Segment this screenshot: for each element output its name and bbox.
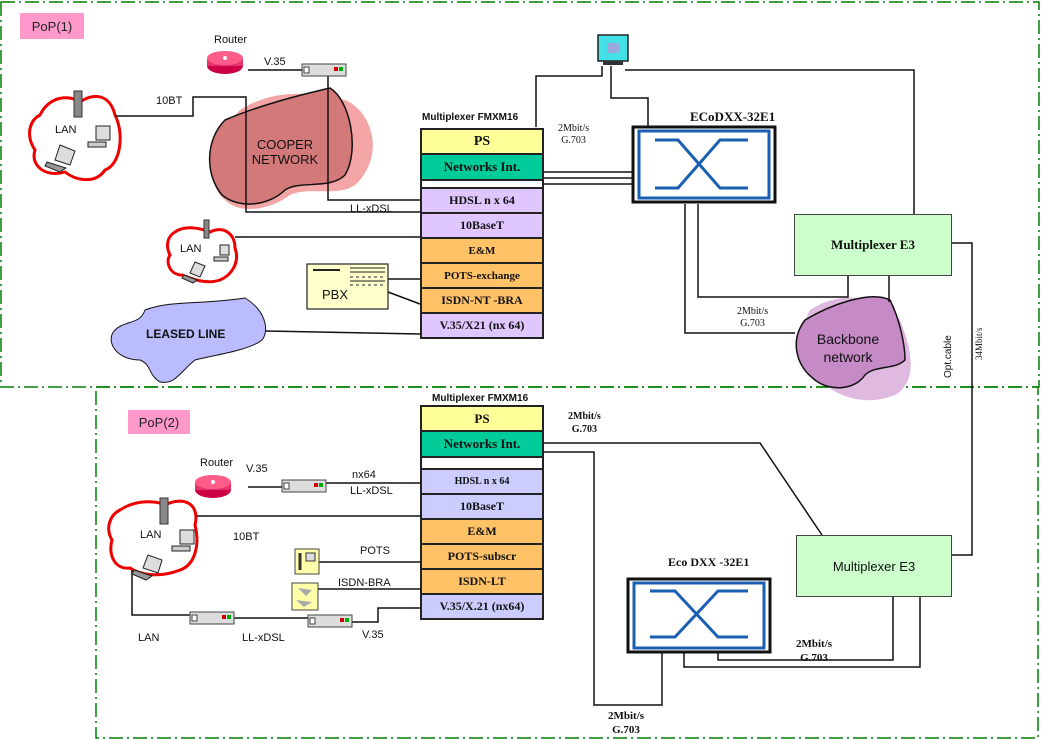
modem3-icon <box>189 611 235 625</box>
isdn-phone-icon <box>291 582 319 611</box>
pop1-border <box>0 1 1040 388</box>
lan2-label: LAN <box>180 243 202 255</box>
lan3-server-icon <box>159 497 169 525</box>
router1-link-label: V.35 <box>264 56 286 68</box>
lan3-pc-icon <box>171 529 195 552</box>
dxx1-title: ECoDXX-32E1 <box>690 109 776 124</box>
pop2-ll-xdsl-label: LL-xDSL <box>350 485 393 497</box>
ll-xdsl-label: LL-xDSL <box>350 203 393 215</box>
pbx-icon <box>306 263 389 310</box>
pop2-mux-e3: Multiplexer E3 <box>796 535 952 597</box>
lan2-pc-icon <box>213 244 230 262</box>
protocol: G.703 <box>571 424 598 435</box>
modem1-icon <box>301 63 347 77</box>
rate: 2Mbit/s <box>558 123 590 134</box>
mux-module-4: 10BaseT <box>420 493 544 520</box>
lan2-ring <box>166 226 238 284</box>
pop2-badge: PoP(2) <box>128 410 190 434</box>
lan2-laptop-icon <box>181 261 206 284</box>
rate: 2Mbit/s <box>608 710 645 722</box>
mux-module-5: E&M <box>420 518 544 545</box>
rate: 2Mbit/s <box>796 638 833 650</box>
lan1-pc-icon <box>87 125 111 148</box>
mux-module-8: V.35/X.21 (nx64) <box>420 593 544 620</box>
protocol: G.703 <box>740 318 765 329</box>
leased-line-cloud <box>110 297 267 383</box>
mux-module-1: Networks Int. <box>420 430 544 458</box>
opt-cable-label: Opt.cable <box>943 335 954 378</box>
router2-label: Router <box>200 457 234 469</box>
mux-module-3: HDSL n x 64 <box>420 187 544 214</box>
router1-icon <box>207 51 243 74</box>
opt-rate-label: 34Mbit/s <box>974 327 984 360</box>
mux-module-0: PS <box>420 405 544 432</box>
dxx2-title: Eco DXX -32E1 <box>668 555 750 569</box>
mux-module-7: ISDN-LT <box>420 568 544 595</box>
v35-bottom-label: V.35 <box>362 629 384 641</box>
rate: 2Mbit/s <box>568 411 601 422</box>
ll-xdsl-bottom-label: LL-xDSL <box>242 632 285 644</box>
lan1-link-label: 10BT <box>156 95 183 107</box>
rate: 2Mbit/s <box>737 306 769 317</box>
isdn-bra-label: ISDN-BRA <box>338 577 391 589</box>
pop1-mux-e3: Multiplexer E3 <box>794 214 952 276</box>
mux-module-4: 10BaseT <box>420 212 544 239</box>
cooper-network-label: COOPER NETWORK <box>251 137 319 167</box>
pots-label: POTS <box>360 545 390 557</box>
backbone-label: Backbone network <box>816 331 880 365</box>
protocol: G.703 <box>561 135 586 146</box>
lan2-server-icon <box>203 219 210 239</box>
nx64-label: nx64 <box>352 469 376 481</box>
lan3-label: LAN <box>140 529 162 541</box>
dxx1-switch <box>631 125 777 204</box>
lan-bottom-label: LAN <box>138 632 160 644</box>
router2-link-label: V.35 <box>246 463 268 475</box>
pbx-label: PBX <box>322 287 349 302</box>
router1-label: Router <box>214 34 248 46</box>
protocol: G.703 <box>612 724 640 736</box>
backbone-cloud <box>795 296 906 389</box>
lan1-laptop-icon <box>44 144 76 173</box>
mux-module-3: HDSL n x 64 <box>420 468 544 495</box>
pots-phone-icon <box>294 548 320 575</box>
lan1-server-icon <box>73 90 83 118</box>
mux-module-6: POTS-subscr <box>420 543 544 570</box>
monitor-icon <box>597 34 629 65</box>
pop2-mux-title: Multiplexer FMXM16 <box>432 393 529 404</box>
pop1-mux-title: Multiplexer FMXM16 <box>422 112 519 123</box>
mux-module-7: ISDN-NT -BRA <box>420 287 544 314</box>
modem4-icon <box>307 614 353 628</box>
lan3-link-label: 10BT <box>233 531 260 543</box>
pop1-badge: PoP(1) <box>20 13 84 39</box>
mux-module-1: Networks Int. <box>420 153 544 181</box>
leased-line-label: LEASED LINE <box>146 327 226 341</box>
lan1-label: LAN <box>55 124 77 136</box>
router2-icon <box>195 475 231 498</box>
mux-module-5: E&M <box>420 237 544 264</box>
dxx2-switch <box>626 577 772 654</box>
mux-module-8: V.35/X21 (nx 64) <box>420 312 544 339</box>
modem2-icon <box>281 479 327 493</box>
pop2-border <box>95 386 1039 739</box>
lan3-laptop-icon <box>131 554 163 581</box>
mux-module-6: POTS-exchange <box>420 262 544 289</box>
protocol: G.703 <box>800 652 828 664</box>
mux-module-0: PS <box>420 128 544 155</box>
